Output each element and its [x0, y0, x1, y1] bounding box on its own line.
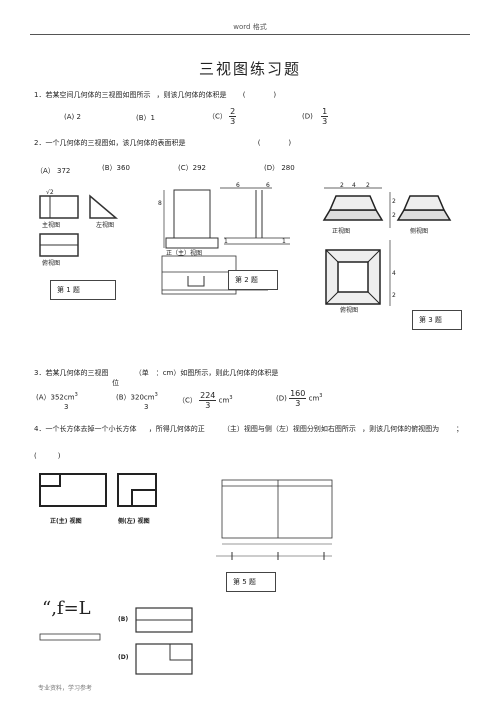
fig1-front-label: 主视图 [42, 222, 61, 229]
q2-option-c: (C）292 [178, 164, 206, 172]
q4-paren: ( ) [34, 452, 61, 460]
fig3-dim-side-4: 2 [392, 292, 396, 299]
figure-3: 2 4 2 2 2 4 2 正视图 侧视图 俯视图 [318, 180, 458, 314]
figure-3-label: 第 3 题 [412, 310, 462, 330]
figure-5-drawing [216, 479, 333, 560]
q3-option-b: (B）320cm3 3 [116, 392, 158, 412]
fig2-dim-6b: 6 [266, 182, 270, 189]
fig3-dim-side-1: 2 [392, 198, 396, 205]
q4-options-drawing [39, 607, 193, 675]
figure-2-label: 第 2 题 [228, 270, 278, 290]
q1-option-b: (B）1 [136, 114, 155, 122]
q4-front-label: 正(主) 视图 [50, 518, 82, 525]
q2-option-b: (B）360 [102, 164, 130, 172]
fig3-dim-top-1: 2 [340, 182, 344, 189]
fig1-top-label: 俯视图 [42, 260, 61, 267]
question-4: 4．一个长方体去掉一个小长方体 ，所得几何体的正 （主）视图与侧（左）视图分别如… [34, 425, 440, 433]
q2-option-a: （A） 372 [36, 167, 71, 175]
fig3-dim-side-2: 2 [392, 212, 396, 219]
figure-1: √2 主视图 左视图 俯视图 [38, 189, 130, 276]
q4-option-d-label: (D) [118, 654, 129, 661]
question-1: 1．若某空间几何体的三视图如图所示，则该几何体的体积是 ( ) [34, 91, 277, 99]
q4-side-label: 侧(左) 视图 [118, 518, 150, 525]
q4-answer-options: “,f=L (B) (D) [36, 598, 216, 682]
figure-5-label: 第 5 题 [226, 572, 276, 592]
fig3-dim-top-2: 4 [352, 182, 356, 189]
fig1-side-label: 左视图 [96, 222, 115, 229]
fig1-sqrt-label: √2 [46, 189, 54, 196]
fig3-front-label: 正视图 [332, 228, 351, 235]
fig2-dim-1b: 1 [282, 238, 286, 245]
q4-semicolon: ； [456, 425, 463, 433]
q3-unit-wei: 位 [112, 379, 119, 387]
q4-views: 正(主) 视图 侧(左) 视图 [36, 470, 206, 540]
fig2-dim-6a: 6 [236, 182, 240, 189]
q4-views-drawing [39, 473, 157, 507]
fig3-top-label: 俯视图 [340, 307, 359, 314]
figure-1-drawing [39, 194, 119, 257]
page-header: word 格式 [233, 23, 267, 31]
q2-option-d: (D） 280 [264, 164, 295, 172]
q4-option-b-label: (B) [118, 616, 129, 623]
page-footer: 专业资料，学习参考 [38, 685, 93, 692]
header-rule [30, 34, 470, 35]
fig2-dim-8: 8 [158, 200, 162, 207]
fig2-front-label: 正（主）视图 [166, 250, 203, 257]
question-2: 2．一个几何体的三视图如，该几何体的表面积是 ( ) [34, 139, 292, 147]
fig3-dim-top-3: 2 [366, 182, 370, 189]
figure-3-drawing [322, 187, 452, 306]
q1-option-a: (A) 2 [64, 113, 81, 121]
fig3-side-label: 侧视图 [410, 228, 429, 235]
page-title: 三视图练习题 [198, 60, 301, 78]
ocr-artifact: “,f=L [42, 598, 91, 619]
fig2-dim-1a: 1 [224, 238, 228, 245]
question-3: 3．若某几何体的三视图 （单 ：cm）如图所示，则此几何体的体积是 [34, 369, 279, 377]
fig3-dim-side-3: 4 [392, 270, 396, 277]
figure-1-label: 第 1 题 [50, 280, 116, 300]
q3-option-a: (A）352cm3 3 [36, 392, 78, 412]
figure-5 [212, 478, 338, 586]
